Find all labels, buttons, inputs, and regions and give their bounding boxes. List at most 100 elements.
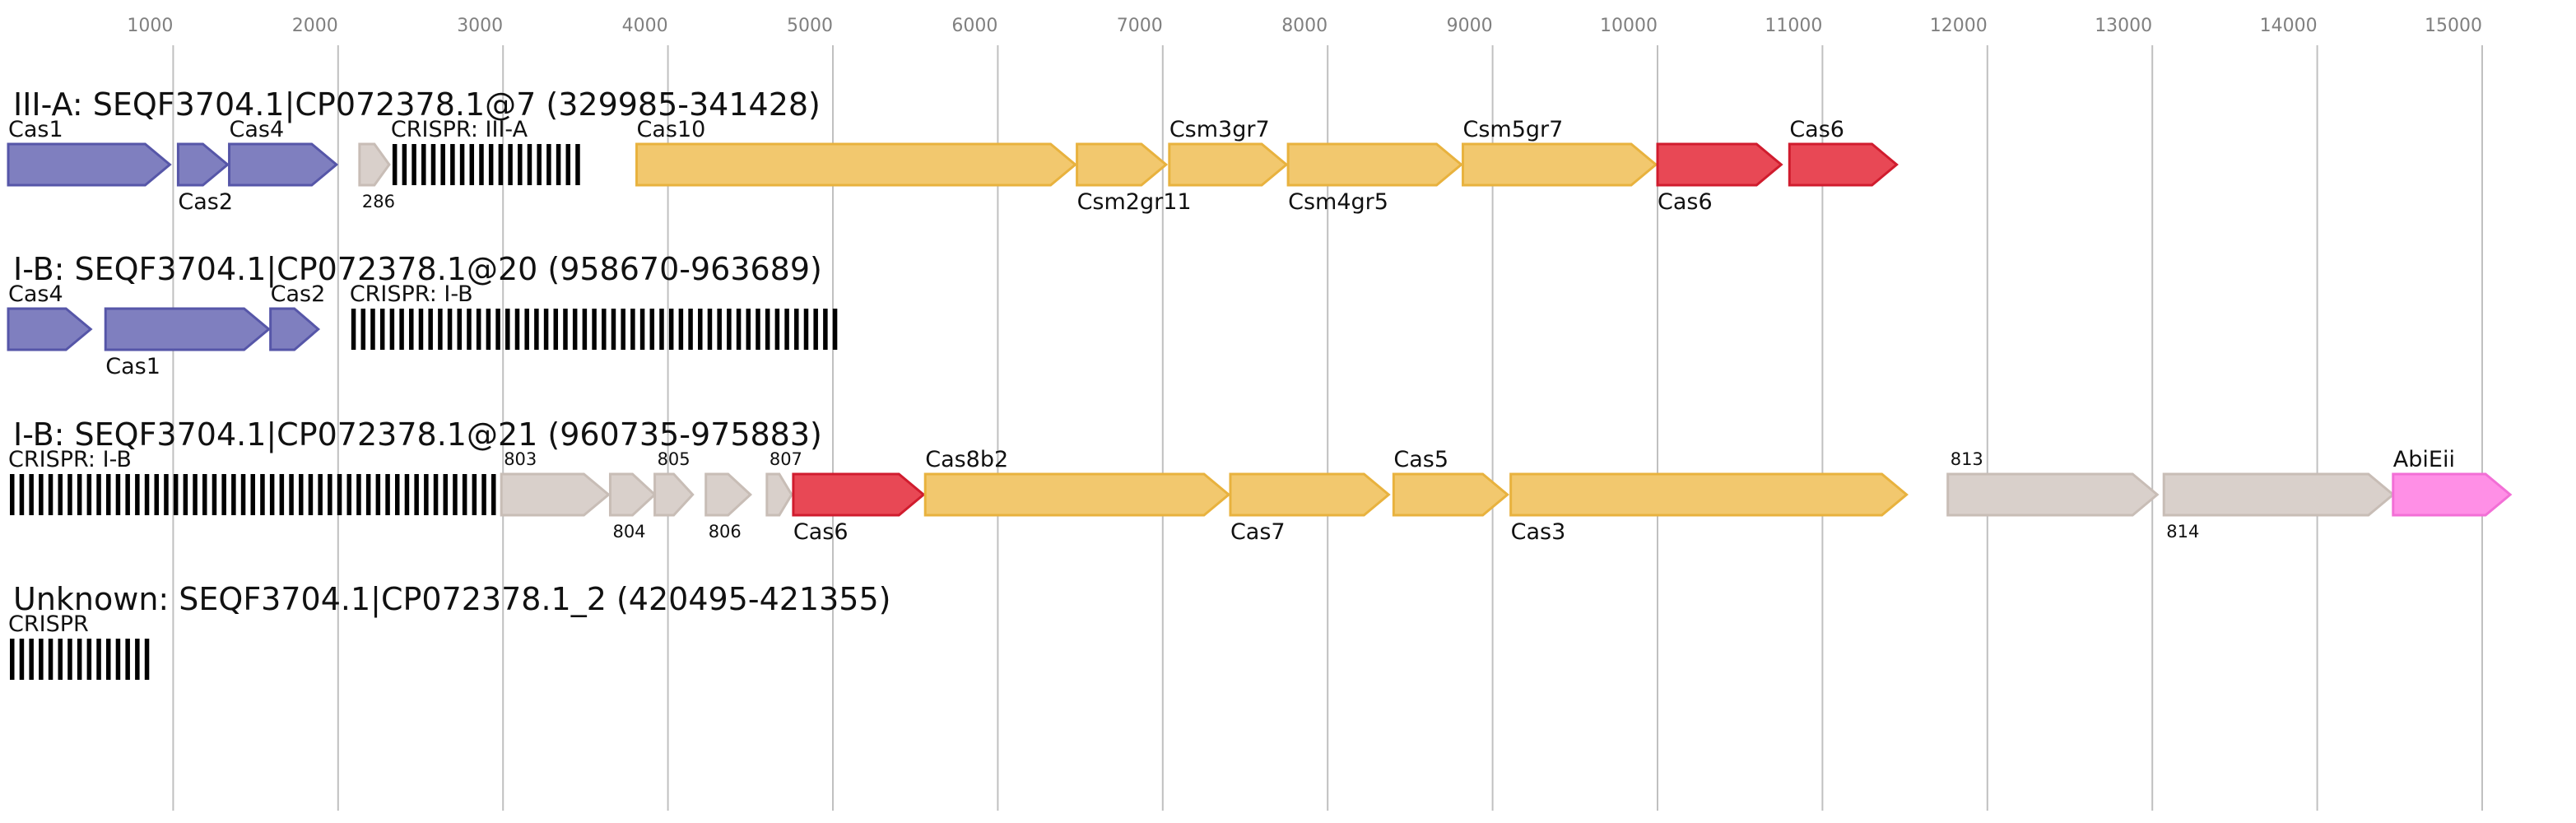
crispr-array [351,309,838,350]
gene-label: 803 [504,449,537,469]
crispr-repeat [457,309,463,350]
crispr-repeat [418,309,424,350]
gene-label: Cas5 [1393,447,1448,472]
crispr-array [10,474,496,515]
gene-arrow-adaptation [104,307,271,351]
gene-label: 286 [362,192,395,212]
gene-arrow-processing [792,472,926,517]
crispr-repeat [193,474,198,515]
crispr-repeat [572,309,578,350]
crispr-repeat [39,474,44,515]
crispr-repeat [424,474,429,515]
crispr-repeat [58,474,63,515]
crispr-repeat [668,309,674,350]
gene-arrow-other [608,472,657,517]
gene-label: Cas6 [1789,117,1844,142]
gene-label: 805 [658,449,690,469]
crispr-repeat [289,474,294,515]
crispr-repeat [365,474,371,515]
crispr-repeat [649,309,655,350]
crispr-repeat [453,474,458,515]
gene-label: 804 [612,522,645,542]
gene-label: 807 [770,449,802,469]
crispr-repeat [402,144,407,185]
gene-arrow-effector [1168,142,1289,187]
crispr-repeat [10,639,15,680]
track-3-title: I-B: SEQF3704.1|CP072378.1@21 (960735-97… [13,416,822,453]
crispr-array [10,639,150,680]
track-1: III-A: SEQF3704.1|CP072378.1@7 (329985-3… [7,86,1899,215]
gene-label: Cas8b2 [925,447,1008,472]
crispr-repeat [746,309,751,350]
gene-label: Csm4gr5 [1288,189,1388,215]
crispr-repeat [813,309,818,350]
crispr-repeat [412,144,416,185]
crispr-repeat [144,639,150,680]
crispr-repeat [19,639,25,680]
crispr-repeat [318,474,323,515]
gene-arrow-adaptation [7,142,172,187]
track-3: I-B: SEQF3704.1|CP072378.1@21 (960735-97… [8,416,2513,545]
crispr-repeat [202,474,207,515]
crispr-repeat [556,144,561,185]
gene-label: Csm3gr7 [1169,117,1270,142]
crispr-repeat [231,474,236,515]
crispr-repeat [546,144,551,185]
crispr-repeat [240,474,246,515]
crispr-repeat [428,309,433,350]
crispr-repeat [279,474,285,515]
crispr-repeat [524,309,529,350]
crispr-repeat [154,474,159,515]
crispr-repeat [481,474,486,515]
tick-label: 10000 [1600,16,1658,36]
crispr-repeat [678,309,684,350]
gene-arrow-effector [1229,472,1391,517]
tick-label: 8000 [1281,16,1328,36]
crispr-repeat [221,474,226,515]
crispr-repeat [96,474,101,515]
crispr-repeat [765,309,770,350]
crispr-repeat [29,474,34,515]
crispr-repeat [67,639,72,680]
gene-label: Csm5gr7 [1463,117,1564,142]
crispr-repeat [447,309,453,350]
crispr-repeat [328,474,332,515]
crispr-repeat [794,309,799,350]
gene-label: Cas1 [105,354,160,379]
crispr-repeat [498,144,504,185]
crispr-repeat [183,474,188,515]
crispr-repeat [67,474,72,515]
crispr-repeat [144,474,150,515]
gene-arrow-effector [1286,142,1463,187]
crispr-repeat [395,474,400,515]
crispr-repeat [495,309,500,350]
crispr-repeat [639,309,645,350]
crispr-repeat [486,309,491,350]
crispr-repeat [659,309,664,350]
crispr-repeat [106,474,111,515]
gene-arrow-processing [1656,142,1783,187]
gene-arrow-effector [1076,142,1169,187]
crispr-repeat [508,144,513,185]
gene-arrow-other [2162,472,2396,517]
crispr-repeat [19,474,25,515]
tick-label: 12000 [1930,16,1988,36]
crispr-label: CRISPR: I-B [350,281,473,307]
crispr-repeat [491,474,496,515]
gene-label: 806 [709,522,742,542]
crispr-label: CRISPR: III-A [391,117,528,142]
crispr-repeat [269,474,275,515]
crispr-repeat [125,474,130,515]
crispr-repeat [29,639,34,680]
crispr-repeat [212,474,217,515]
tick-label: 7000 [1117,16,1163,36]
crispr-repeat [553,309,559,350]
crispr-repeat [514,309,520,350]
crispr-repeat [443,474,448,515]
gene-label: AbiEii [2393,447,2455,472]
crispr-repeat [537,144,542,185]
gene-arrow-adaptation [228,142,339,187]
crispr-repeat [356,474,361,515]
gene-label: Cas2 [271,281,326,307]
